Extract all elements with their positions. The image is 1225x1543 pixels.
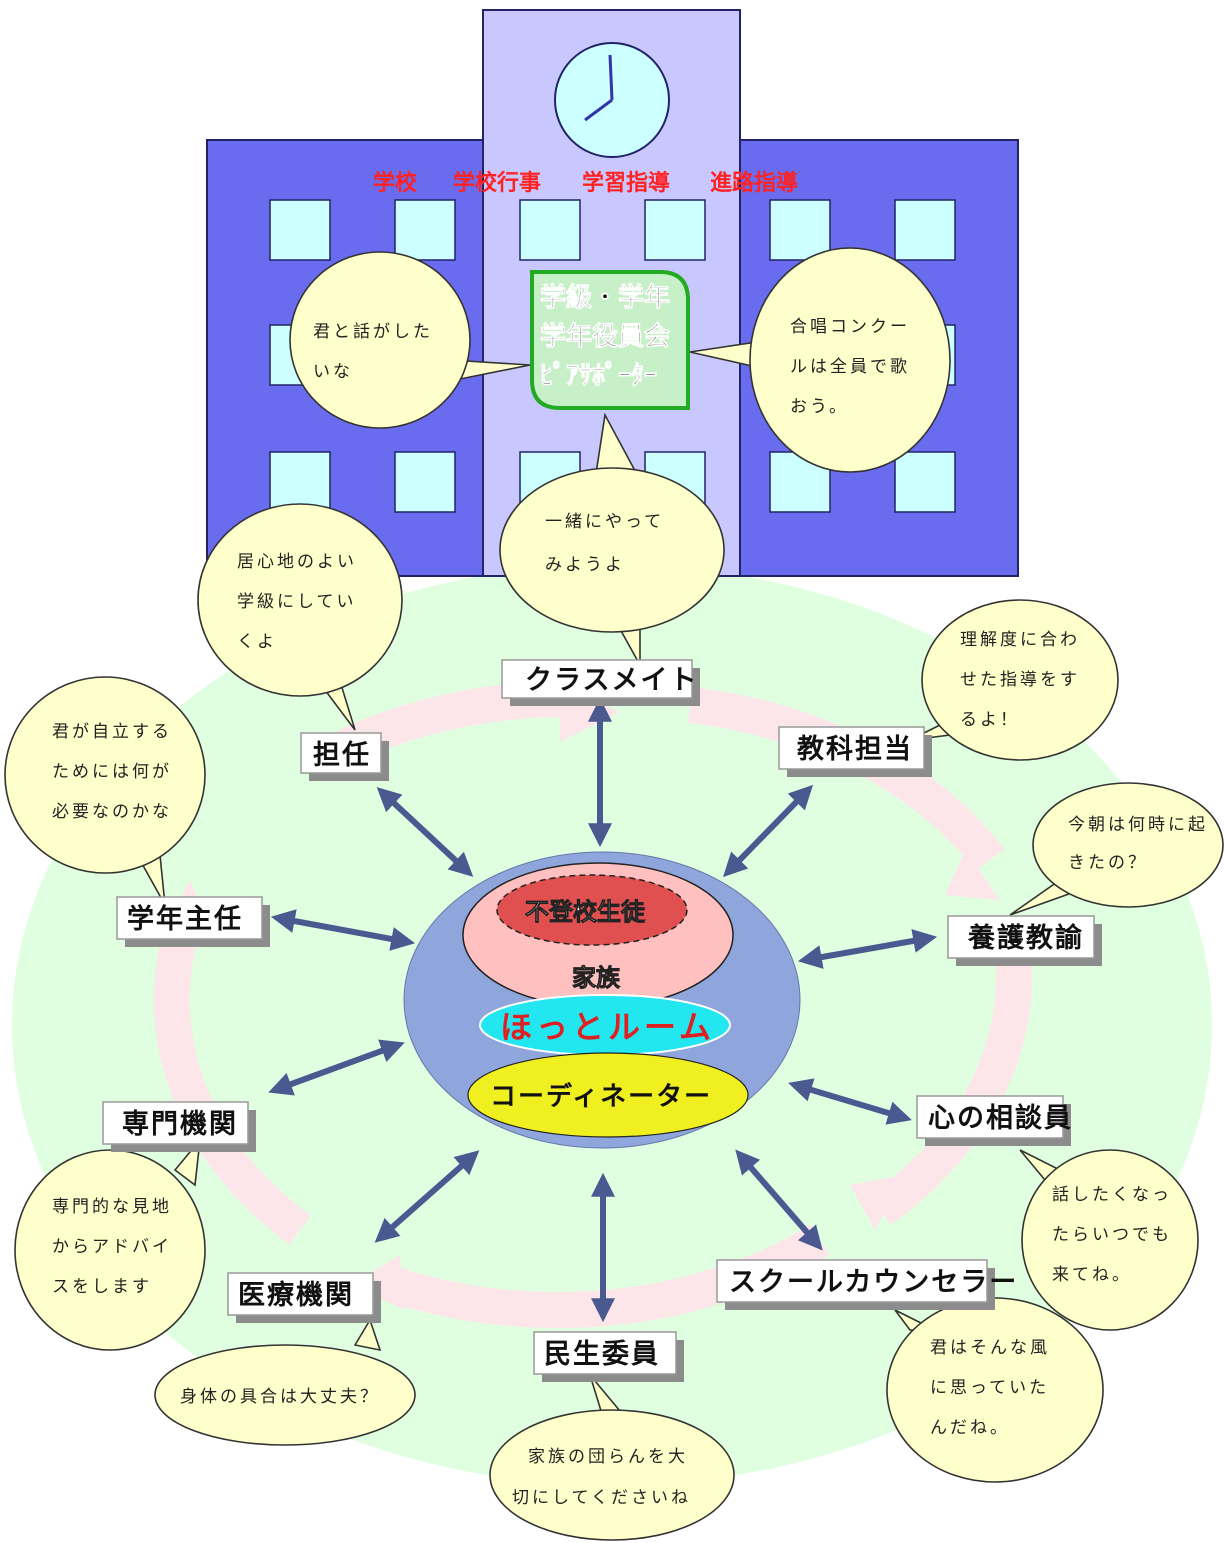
bubble-together: 一緒にやって みようよ	[499, 412, 725, 669]
bubbles: 君と話がした いな 合唱コンクー ルは全員で歌 おう。 一緒にやって みようよ …	[4, 247, 1224, 1541]
class-grade-box: 学級・学年 学年役員会 ﾋﾟｱｻﾎﾟｰﾀｰ	[530, 270, 690, 410]
bubble-family-time: 家族の団らんを大 切にしてくださいね	[489, 1374, 735, 1541]
bubble-advice-line2: からアドバイ	[52, 1237, 172, 1257]
bubble-advice-line1: 専門的な見地	[52, 1197, 172, 1217]
bubble-family-time-line1: 家族の団らんを大	[528, 1447, 688, 1467]
svg-text:医療機関: 医療機関	[238, 1280, 354, 1311]
bubble-thought-line1: 君はそんな風	[930, 1338, 1050, 1358]
bubble-understanding-line3: るよ！	[960, 710, 1020, 730]
bubble-comfy-line3: くよ	[237, 632, 277, 652]
bubble-wakeup: 今朝は何時に起 きたの？	[1009, 782, 1224, 916]
svg-text:専門機関: 専門機関	[122, 1109, 238, 1140]
bubble-independent: 君が自立する ためには何が 必要なのかな	[4, 676, 206, 906]
bubble-independent-line3: 必要なのかな	[52, 802, 172, 822]
bubble-talk-line1: 君と話がした	[313, 322, 433, 342]
school-banner: 学校 学校行事 学習指導 進路指導	[373, 170, 798, 196]
bubble-advice: 専門的な見地 からアドバイ スをします	[14, 1137, 206, 1351]
student-label: 不登校生徒	[525, 898, 646, 926]
role-heart-counselor: 心の相談員	[916, 1095, 1073, 1146]
center-cluster: 不登校生徒 家族 ほっとルーム コーディネーター	[403, 851, 801, 1149]
student-ellipse	[496, 874, 688, 946]
grade-committee-label: 学年役員会	[540, 321, 670, 352]
bubble-talk-line2: いな	[313, 362, 353, 382]
svg-text:養護教諭: 養護教諭	[967, 922, 1084, 954]
bubble-wakeup-line2: きたの？	[1068, 853, 1148, 873]
role-school-counselor: スクールカウンセラー	[716, 1259, 1018, 1310]
bubble-thought: 君はそんな風 に思っていた んだね。	[886, 1297, 1104, 1483]
role-specialist: 専門機関	[102, 1101, 256, 1152]
role-medical: 医療機関	[227, 1272, 381, 1323]
role-grade-head: 学年主任	[116, 896, 270, 947]
bubble-understanding: 理解度に合わ せた指導をす るよ！	[909, 599, 1119, 761]
bubble-independent-line1: 君が自立する	[52, 722, 172, 742]
bubble-understanding-line1: 理解度に合わ	[960, 630, 1080, 650]
hot-room-label: ほっとルーム	[500, 1008, 715, 1046]
role-nurse: 養護教諭	[947, 915, 1102, 966]
banner-career-guidance: 進路指導	[710, 170, 798, 196]
svg-text:スクールカウンセラー: スクールカウンセラー	[729, 1267, 1018, 1298]
bubble-together-line2: みようよ	[545, 555, 625, 575]
coordinator-label: コーディネーター	[490, 1081, 712, 1112]
role-labels: クラスメイト 担任 教科担当 学年主任 養護教諭 専門機関	[102, 659, 1102, 1382]
bubble-anytime-line3: 来てね。	[1052, 1265, 1132, 1285]
bubble-chorus-line2: ルは全員で歌	[790, 357, 910, 377]
banner-learning-guidance: 学習指導	[582, 170, 670, 196]
peer-supporter-label: ﾋﾟｱｻﾎﾟｰﾀｰ	[540, 360, 657, 391]
svg-text:心の相談員: 心の相談員	[928, 1102, 1073, 1134]
role-welfare-commissioner: 民生委員	[533, 1331, 684, 1382]
bubble-health: 身体の具合は大丈夫？	[154, 1318, 416, 1446]
class-grade-label: 学級・学年	[540, 282, 670, 313]
bubble-thought-line2: に思っていた	[930, 1378, 1049, 1398]
bubble-advice-line3: スをします	[52, 1277, 152, 1297]
role-homeroom: 担任	[300, 732, 389, 781]
svg-text:担任: 担任	[313, 740, 371, 771]
svg-text:クラスメイト: クラスメイト	[525, 665, 698, 696]
banner-school: 学校	[373, 170, 418, 196]
banner-school-events: 学校行事	[453, 170, 541, 196]
bubble-wakeup-line1: 今朝は何時に起	[1068, 815, 1208, 835]
role-classmate: クラスメイト	[501, 659, 700, 706]
svg-text:民生委員: 民生委員	[544, 1339, 660, 1370]
bubble-comfy-line2: 学級にしてい	[237, 592, 357, 612]
bubble-understanding-line2: せた指導をす	[960, 670, 1080, 690]
bubble-comfy: 居心地のよい 学級にしてい くよ	[197, 503, 403, 731]
bubble-chorus-line3: おう。	[790, 397, 849, 417]
bubble-anytime-line2: たらいつでも	[1052, 1225, 1172, 1245]
bubble-thought-line3: んだね。	[930, 1418, 1010, 1438]
coordinator-ellipse	[467, 1052, 749, 1138]
bubble-independent-line2: ためには何が	[52, 762, 172, 782]
svg-text:学年主任: 学年主任	[127, 903, 243, 935]
clock-icon	[554, 42, 670, 158]
bubble-chorus: 合唱コンクー ルは全員で歌 おう。	[689, 247, 951, 473]
role-subject-teacher: 教科担当	[778, 726, 932, 777]
bubble-chorus-line1: 合唱コンクー	[790, 317, 910, 337]
bubble-talk: 君と話がした いな	[289, 251, 531, 429]
bubble-health-line1: 身体の具合は大丈夫？	[180, 1387, 380, 1407]
bubble-anytime-line1: 話したくなっ	[1052, 1185, 1172, 1205]
bubble-comfy-line1: 居心地のよい	[237, 552, 357, 572]
bubble-family-time-line2: 切にしてくださいね	[512, 1488, 691, 1508]
family-label: 家族	[572, 964, 621, 992]
bubble-anytime: 話したくなっ たらいつでも 来てね。	[1019, 1149, 1199, 1331]
svg-text:教科担当: 教科担当	[797, 734, 913, 765]
connector-arrows	[268, 697, 938, 1323]
bubble-together-line1: 一緒にやって	[545, 512, 664, 532]
